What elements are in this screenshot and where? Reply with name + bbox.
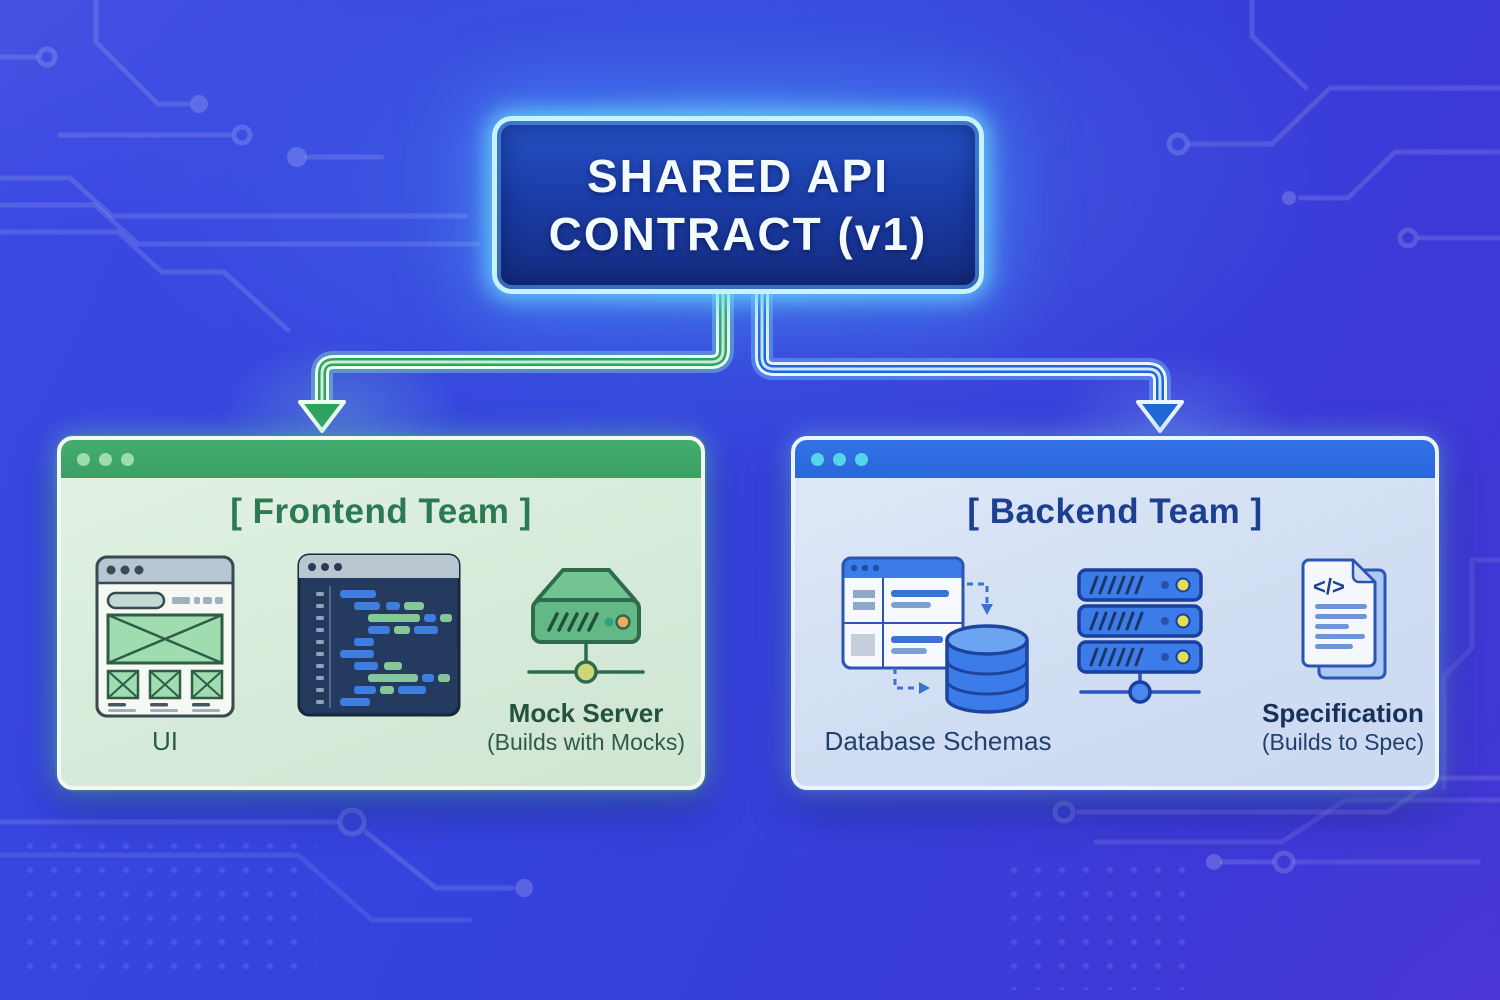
frontend-team-title: [ Frontend Team ] — [230, 492, 532, 531]
database-schemas-label: Database Schemas — [824, 726, 1052, 756]
window-control-dot — [833, 452, 846, 466]
arrow-to-frontend — [298, 279, 734, 433]
code-editor-icon — [296, 552, 462, 718]
specification-label: Specification — [1262, 698, 1424, 728]
mock-server-sublabel: (Builds with Mocks) — [486, 729, 686, 755]
api-contract-box: SHARED API CONTRACT (v1) — [492, 116, 984, 294]
ui-label: UI — [152, 726, 178, 756]
database-schema-icon — [835, 552, 1035, 724]
backend-arrowhead-icon — [1136, 400, 1184, 433]
window-control-dot — [811, 452, 824, 466]
contract-title-line2: CONTRACT (v1) — [548, 208, 928, 260]
specification-sublabel: (Builds to Spec) — [1261, 729, 1425, 755]
server-stack-icon — [1073, 566, 1208, 716]
backend-team-panel: [ Backend Team ] — [791, 436, 1439, 790]
window-control-dot — [855, 452, 868, 466]
window-control-dot — [77, 452, 90, 466]
window-control-dot — [99, 452, 112, 466]
backend-team-title: [ Backend Team ] — [967, 492, 1263, 531]
ui-wireframe-icon — [94, 554, 236, 719]
contract-title-line1: SHARED API — [587, 149, 889, 202]
mock-server-icon — [511, 560, 661, 695]
window-control-dot — [121, 452, 134, 466]
arrow-to-backend — [751, 279, 1184, 433]
specification-doc-icon: </> — [1293, 552, 1393, 687]
frontend-window-titlebar — [61, 440, 701, 478]
frontend-team-panel: [ Frontend Team ] — [57, 436, 705, 790]
frontend-arrowhead-icon — [298, 400, 346, 433]
backend-window-titlebar — [795, 440, 1435, 478]
mock-server-label: Mock Server — [508, 698, 664, 728]
code-glyph: </> — [1313, 574, 1345, 599]
